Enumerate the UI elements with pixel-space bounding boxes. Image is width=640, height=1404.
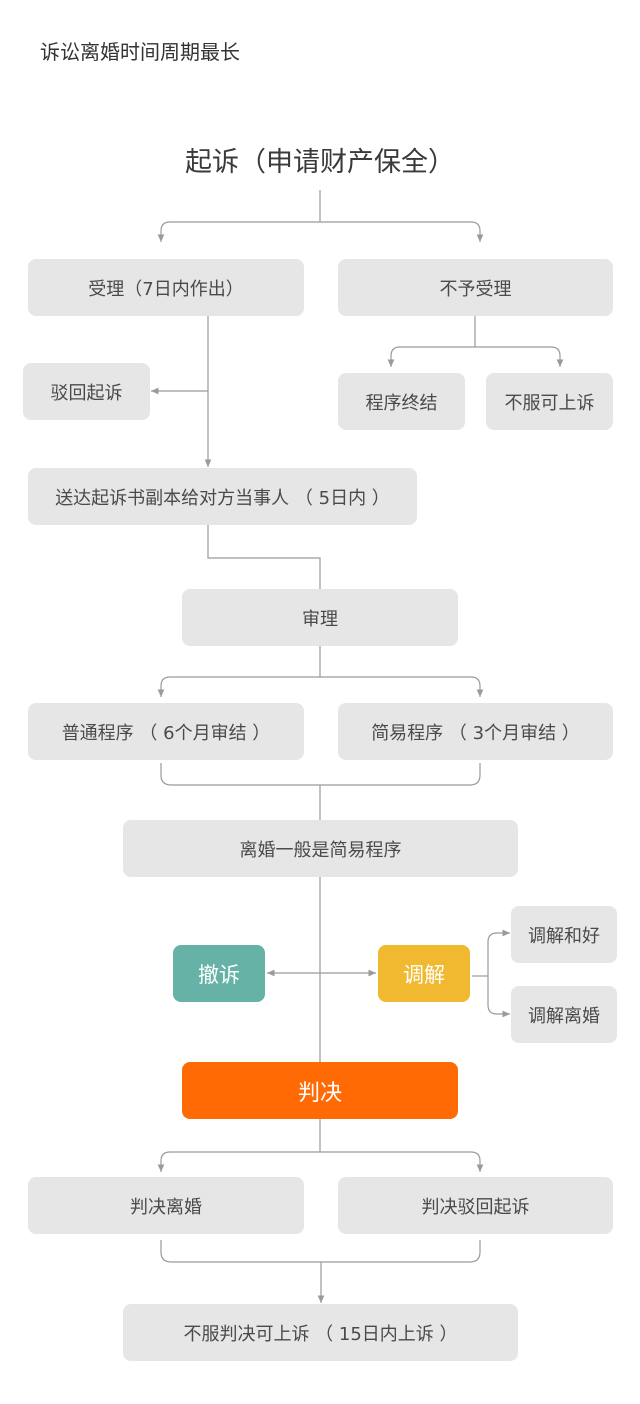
node-withdraw: 撤诉 <box>173 945 265 1002</box>
node-mediate-divorce: 调解离婚 <box>511 986 617 1043</box>
node-mediate-reconcile: 调解和好 <box>511 906 617 963</box>
node-terminate: 程序终结 <box>338 373 465 430</box>
node-dismiss: 驳回起诉 <box>23 363 150 420</box>
node-divorce-simple: 离婚一般是简易程序 <box>123 820 518 877</box>
node-reject: 不予受理 <box>338 259 613 316</box>
node-ordinary-procedure: 普通程序 （ 6个月审结 ） <box>28 703 304 760</box>
node-judgment-dismiss: 判决驳回起诉 <box>338 1177 613 1234</box>
node-judgment-divorce: 判决离婚 <box>28 1177 304 1234</box>
node-appeal-reject: 不服可上诉 <box>486 373 613 430</box>
node-simple-procedure: 简易程序 （ 3个月审结 ） <box>338 703 613 760</box>
node-deliver: 送达起诉书副本给对方当事人 （ 5日内 ） <box>28 468 417 525</box>
node-accept: 受理（7日内作出） <box>28 259 304 316</box>
page-title: 诉讼离婚时间周期最长 <box>40 40 240 64</box>
node-mediate: 调解 <box>378 945 470 1002</box>
flow-root-title: 起诉（申请财产保全） <box>185 147 455 178</box>
node-judgment: 判决 <box>182 1062 458 1119</box>
node-trial: 审理 <box>182 589 458 646</box>
node-appeal-judgment: 不服判决可上诉 （ 15日内上诉 ） <box>123 1304 518 1361</box>
